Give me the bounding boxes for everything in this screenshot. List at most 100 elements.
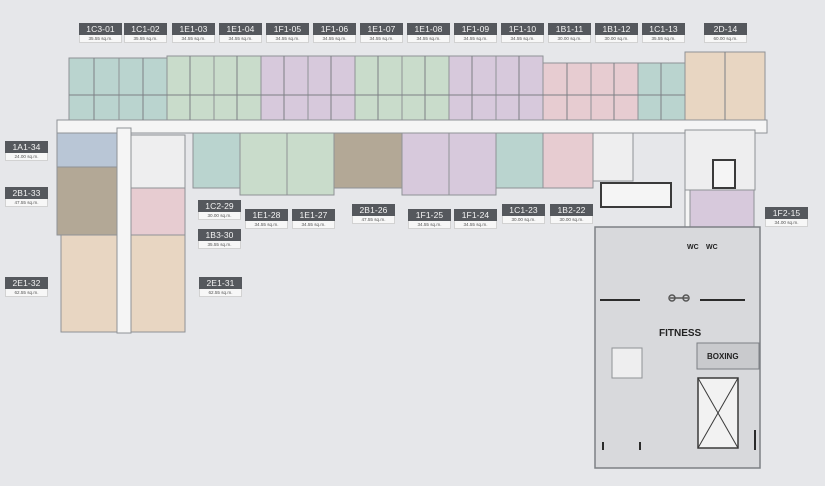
unit-area: 34.55 sq.m. <box>266 35 309 43</box>
unit-area: 34.55 sq.m. <box>313 35 356 43</box>
boxing-label: BOXING <box>707 352 739 361</box>
unit-area: 30.00 sq.m. <box>548 35 591 43</box>
unit-area: 47.55 sq.m. <box>352 216 395 224</box>
fitness-walls <box>600 299 756 450</box>
unit-1E1-28-shape <box>239 132 288 196</box>
unit-1F1-25-shape <box>401 132 450 196</box>
unit-code: 2B1-26 <box>352 204 395 216</box>
unit-code: 1F1-05 <box>266 23 309 35</box>
unit-area: 60.00 sq.m. <box>704 35 747 43</box>
unit-area: 34.55 sq.m. <box>454 221 497 229</box>
west-stair <box>130 134 186 189</box>
wc-label: WC <box>687 244 699 251</box>
unit-area: 47.55 sq.m. <box>5 199 48 207</box>
unit-area: 30.00 sq.m. <box>198 212 241 220</box>
unit-area: 30.00 sq.m. <box>502 216 545 224</box>
unit-code: 1C1-23 <box>502 204 545 216</box>
unit-area: 34.55 sq.m. <box>292 221 335 229</box>
boxing-room <box>696 342 760 370</box>
unit-code: 1C2-29 <box>198 200 241 212</box>
gym-equipment <box>668 294 690 302</box>
unit-area: 34.00 sq.m. <box>765 219 808 227</box>
unit-1A1-34-shape <box>56 132 118 168</box>
unit-2E1-32-shape <box>60 234 118 333</box>
unit-area: 34.55 sq.m. <box>219 35 262 43</box>
unit-code: 1F1-09 <box>454 23 497 35</box>
unit-1F1-24-shape <box>448 132 497 196</box>
unit-code: 1B1-12 <box>595 23 638 35</box>
unit-code: 1A1-34 <box>5 141 48 153</box>
unit-area: 34.55 sq.m. <box>245 221 288 229</box>
top-row-partitions <box>69 52 726 120</box>
unit-code: 1F2-15 <box>765 207 808 219</box>
west-corridor <box>116 127 132 334</box>
unit-1E1-27-shape <box>286 132 335 196</box>
unit-code: 1E1-08 <box>407 23 450 35</box>
unit-code: 1E1-03 <box>172 23 215 35</box>
unit-code: 1F1-25 <box>408 209 451 221</box>
unit-area: 34.55 sq.m. <box>407 35 450 43</box>
main-corridor <box>56 119 768 134</box>
unit-area: 34.55 sq.m. <box>172 35 215 43</box>
unit-code: 1F1-10 <box>501 23 544 35</box>
unit-area: 35.55 sq.m. <box>642 35 685 43</box>
unit-code: 2B1-33 <box>5 187 48 199</box>
unit-code: 1B3-30 <box>198 229 241 241</box>
unit-area: 30.00 sq.m. <box>595 35 638 43</box>
lift-lobby <box>600 182 672 208</box>
unit-area: 62.55 sq.m. <box>199 289 242 297</box>
unit-area: 35.55 sq.m. <box>198 241 241 249</box>
unit-code: 1E1-07 <box>360 23 403 35</box>
unit-code: 1C3-01 <box>79 23 122 35</box>
unit-code: 1B2-22 <box>550 204 593 216</box>
unit-2B1-33-shape <box>56 166 118 236</box>
unit-area: 62.55 sq.m. <box>5 289 48 297</box>
unit-area: 24.00 sq.m. <box>5 153 48 161</box>
unit-1B2-22-shape <box>542 132 594 189</box>
void-cross-2 <box>697 377 739 449</box>
unit-2E1-31-shape <box>130 234 186 333</box>
unit-1C2-29-shape <box>192 132 241 189</box>
fitness-label: FITNESS <box>659 328 702 339</box>
unit-code: 1E1-28 <box>245 209 288 221</box>
unit-code: 1C1-13 <box>642 23 685 35</box>
unit-1B3-30-shape <box>130 187 186 236</box>
unit-area: 34.55 sq.m. <box>501 35 544 43</box>
unit-code: 1E1-04 <box>219 23 262 35</box>
fitness-stair <box>611 347 643 379</box>
unit-code: 1E1-27 <box>292 209 335 221</box>
unit-area: 30.00 sq.m. <box>550 216 593 224</box>
unit-area: 35.55 sq.m. <box>79 35 122 43</box>
unit-area: 34.55 sq.m. <box>408 221 451 229</box>
unit-code: 1B1-11 <box>548 23 591 35</box>
unit-code: 2E1-32 <box>5 277 48 289</box>
unit-area: 34.55 sq.m. <box>360 35 403 43</box>
wc-label-2: WC <box>706 244 718 251</box>
unit-code: 2E1-31 <box>199 277 242 289</box>
